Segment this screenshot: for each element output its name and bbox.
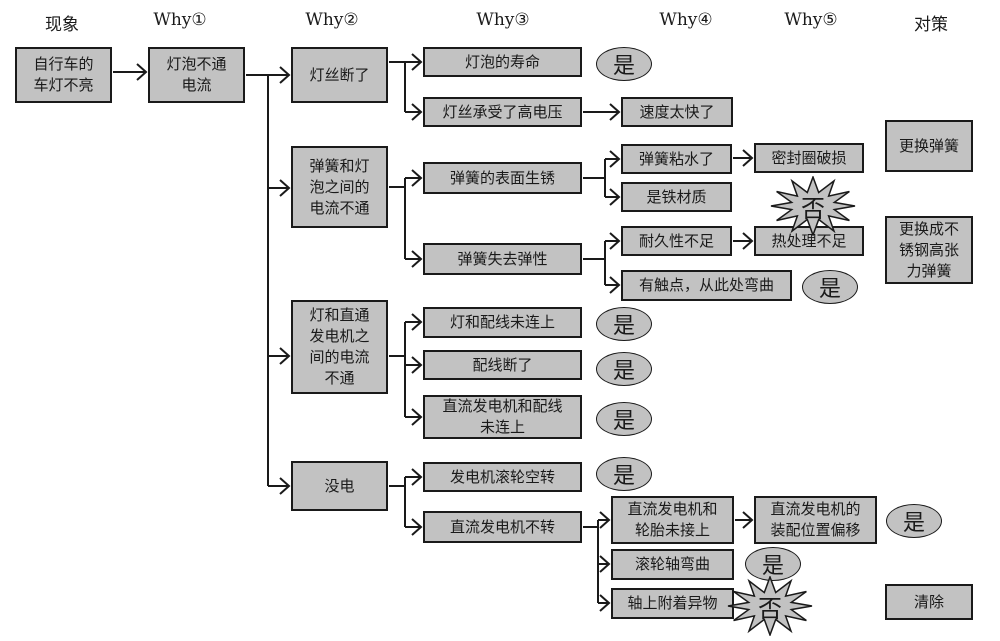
countermeasure-replace-spring: 更换弹簧 [885,120,973,172]
node-why1: 灯泡不通 电流 [148,47,245,103]
node-w4-shaft-debris: 轴上附着异物 [611,588,734,619]
verdict-yes-wire-broken: 是 [596,352,652,386]
verdict-yes-contact-bend: 是 [802,270,858,304]
node-w4-gen-tire: 直流发电机和 轮胎未接上 [611,496,734,544]
header-why2: Why② [305,10,359,30]
node-w2-filament: 灯丝断了 [291,47,388,103]
header-why4: Why④ [659,10,713,30]
node-w3-bulb-life: 灯泡的寿命 [423,47,582,77]
header-why3: Why③ [476,10,530,30]
node-w2-wiring: 灯和直通 发电机之 间的电流 不通 [291,300,388,394]
arrowhead-icon [279,477,291,495]
node-w2-nopower: 没电 [291,461,388,511]
arrowhead-icon [411,356,423,374]
arrowhead-icon [742,149,754,167]
node-w3-lamp-wire: 灯和配线未连上 [423,307,582,338]
arrowhead-icon [609,276,621,294]
node-w5-heat: 热处理不足 [754,226,864,256]
arrowhead-icon [609,188,621,206]
arrowhead-icon [742,232,754,250]
arrowhead-icon [279,66,291,84]
node-w3-high-voltage: 灯丝承受了高电压 [423,97,582,127]
arrowhead-icon [609,103,621,121]
arrowhead-icon [599,511,611,529]
verdict-yes-roller-idle: 是 [596,457,652,491]
node-w3-roller-idle: 发电机滚轮空转 [423,462,582,492]
node-w4-too-fast: 速度太快了 [621,97,733,127]
arrowhead-icon [599,555,611,573]
node-w3-gen-wire: 直流发电机和配线 未连上 [423,395,582,439]
arrowhead-icon [742,511,754,529]
arrowhead-icon [411,468,423,486]
node-w3-spring-rust: 弹簧的表面生锈 [423,162,582,194]
node-w3-spring-elastic: 弹簧失去弹性 [423,243,582,275]
arrowhead-icon [411,313,423,331]
arrowhead-icon [411,103,423,121]
verdict-no-spring-water: 否 [770,176,856,236]
arrowhead-icon [411,250,423,268]
arrowhead-icon [599,594,611,612]
node-w4-iron: 是铁材质 [621,182,732,212]
verdict-yes-lamp-wire: 是 [596,307,652,341]
arrowhead-icon [411,518,423,536]
arrowhead-icon [411,53,423,71]
arrowhead-icon [609,150,621,168]
verdict-yes-bulb-life: 是 [596,47,652,81]
verdict-yes-gen-offset: 是 [886,504,942,538]
burst-icon [727,576,813,636]
header-why1: Why① [153,10,207,30]
header-phenomenon: 现象 [45,15,79,35]
verdict-yes-gen-wire: 是 [596,402,652,436]
countermeasure-clean: 清除 [885,584,973,620]
verdict-yes-shaft-bent: 是 [745,547,801,581]
header-why5: Why⑤ [784,10,838,30]
node-w2-spring: 弹簧和灯 泡之间的 电流不通 [291,146,388,228]
node-w4-contact-bend: 有触点，从此处弯曲 [621,270,792,301]
header-countermeasure: 对策 [914,15,948,35]
verdict-no-shaft-debris: 否 [727,576,813,636]
node-w4-shaft-bent: 滚轮轴弯曲 [611,549,734,580]
node-w3-wire-broken: 配线断了 [423,350,582,380]
arrowhead-icon [136,63,148,81]
burst-icon [770,176,856,236]
node-w4-spring-water: 弹簧粘水了 [621,144,732,174]
arrowhead-icon [279,179,291,197]
node-w4-durability: 耐久性不足 [621,226,732,256]
node-w5-gen-offset: 直流发电机的 装配位置偏移 [754,496,877,544]
countermeasure-stainless-spring: 更换成不 锈钢高张 力弹簧 [885,216,973,284]
node-w5-seal: 密封圈破损 [754,143,864,173]
arrowhead-icon [411,169,423,187]
arrowhead-icon [411,408,423,426]
arrowhead-icon [609,232,621,250]
verdict-no-label: 否 [801,194,825,223]
node-w3-gen-stopped: 直流发电机不转 [423,511,582,543]
node-phenomenon: 自行车的 车灯不亮 [15,47,112,103]
verdict-no-label: 否 [758,594,782,623]
arrowhead-icon [279,347,291,365]
